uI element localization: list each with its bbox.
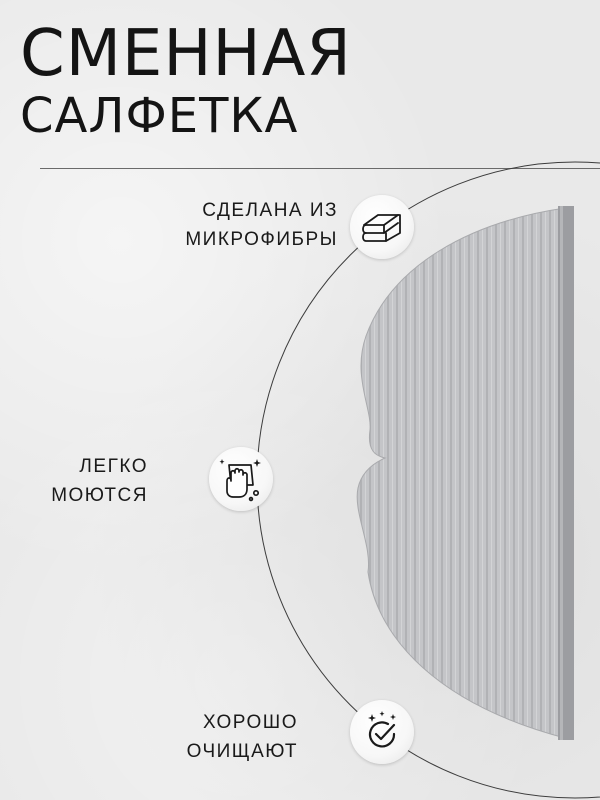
feature-badge-cleans-well [350,700,414,764]
feature-cleans-well: ХОРОШО ОЧИЩАЮТ [187,708,298,766]
feature-badge-easy-wash [209,447,273,511]
mop-pad [356,207,566,739]
feature-text-line: СДЕЛАНА ИЗ [202,200,338,221]
feature-easy-wash: ЛЕГКО МОЮТСЯ [51,452,148,510]
feature-text-line: МИКРОФИБРЫ [185,229,338,250]
folded-towel-icon [362,214,401,242]
feature-text-line: ОЧИЩАЮТ [186,741,298,762]
checkmark-sparkle-icon [368,711,396,748]
divider-line [40,168,600,169]
feature-microfiber: СДЕЛАНА ИЗ МИКРОФИБРЫ [185,196,338,254]
title-line-2: САЛФЕТКА [20,88,299,144]
feature-text-line: ХОРОШО [202,712,298,733]
hand-wipe-sparkle-icon [219,459,261,502]
feature-text-line: МОЮТСЯ [51,485,148,506]
feature-text-line: ЛЕГКО [79,456,148,477]
title-line-1: СМЕННАЯ [20,17,352,91]
feature-badge-microfiber [350,195,414,259]
